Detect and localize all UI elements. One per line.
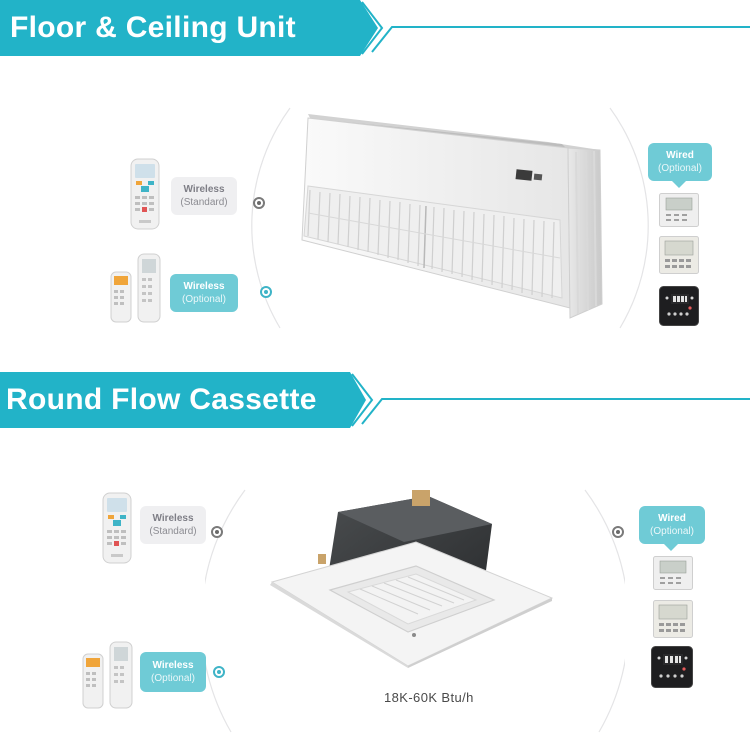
- wireless-standard-label: Wireless (Standard): [140, 506, 206, 544]
- connector-dot: [253, 197, 265, 209]
- label-title: Wireless: [183, 281, 225, 292]
- wired-label-pointer: [672, 181, 686, 188]
- round-flow-cassette-image: [270, 490, 554, 668]
- label-subtitle: (Optional): [650, 526, 694, 537]
- label-subtitle: (Standard): [149, 526, 197, 537]
- wireless-standard-remote-icon: [130, 158, 160, 230]
- label-subtitle: (Optional): [151, 673, 195, 684]
- wired-controller-1-icon: [659, 193, 699, 227]
- wired-controller-3-icon: [651, 646, 693, 688]
- arc-decoration: [205, 489, 625, 733]
- label-title: Wired: [666, 150, 694, 161]
- label-subtitle: (Optional): [658, 163, 702, 174]
- wired-label: Wired (Optional): [648, 143, 712, 181]
- connector-dot: [213, 666, 225, 678]
- connector-dot: [260, 286, 272, 298]
- wireless-optional-remote-icon: [82, 641, 133, 709]
- arc-decoration: [251, 107, 649, 329]
- capacity-range: 18K-60K Btu/h: [384, 690, 474, 705]
- wired-controller-1-icon: [653, 556, 693, 590]
- floor-ceiling-unit-image: [301, 114, 603, 319]
- wireless-standard-remote-icon: [102, 492, 132, 564]
- section-banner: [0, 0, 750, 56]
- label-title: Wireless: [152, 513, 194, 524]
- section-title: Floor & Ceiling Unit: [10, 11, 296, 44]
- connector-dot: [612, 526, 624, 538]
- label-title: Wired: [658, 513, 686, 524]
- wired-controller-3-icon: [659, 286, 699, 326]
- section-banner: [0, 372, 750, 428]
- section-round-flow-cassette: Round Flow Cassette: [0, 372, 750, 750]
- wired-controller-2-icon: [659, 236, 699, 274]
- label-title: Wireless: [152, 660, 194, 671]
- wireless-optional-label: Wireless (Optional): [170, 274, 238, 312]
- label-subtitle: (Optional): [182, 294, 226, 305]
- wireless-optional-remote-icon: [110, 253, 161, 323]
- wired-controller-2-icon: [653, 600, 693, 638]
- section-floor-ceiling: Floor & Ceiling Unit: [0, 0, 750, 360]
- wireless-standard-label: Wireless (Standard): [171, 177, 237, 215]
- label-title: Wireless: [183, 184, 225, 195]
- wireless-optional-label: Wireless (Optional): [140, 652, 206, 692]
- wired-label-pointer: [664, 544, 678, 551]
- wired-label: Wired (Optional): [639, 506, 705, 544]
- section-title: Round Flow Cassette: [6, 383, 317, 416]
- connector-dot: [211, 526, 223, 538]
- label-subtitle: (Standard): [180, 197, 228, 208]
